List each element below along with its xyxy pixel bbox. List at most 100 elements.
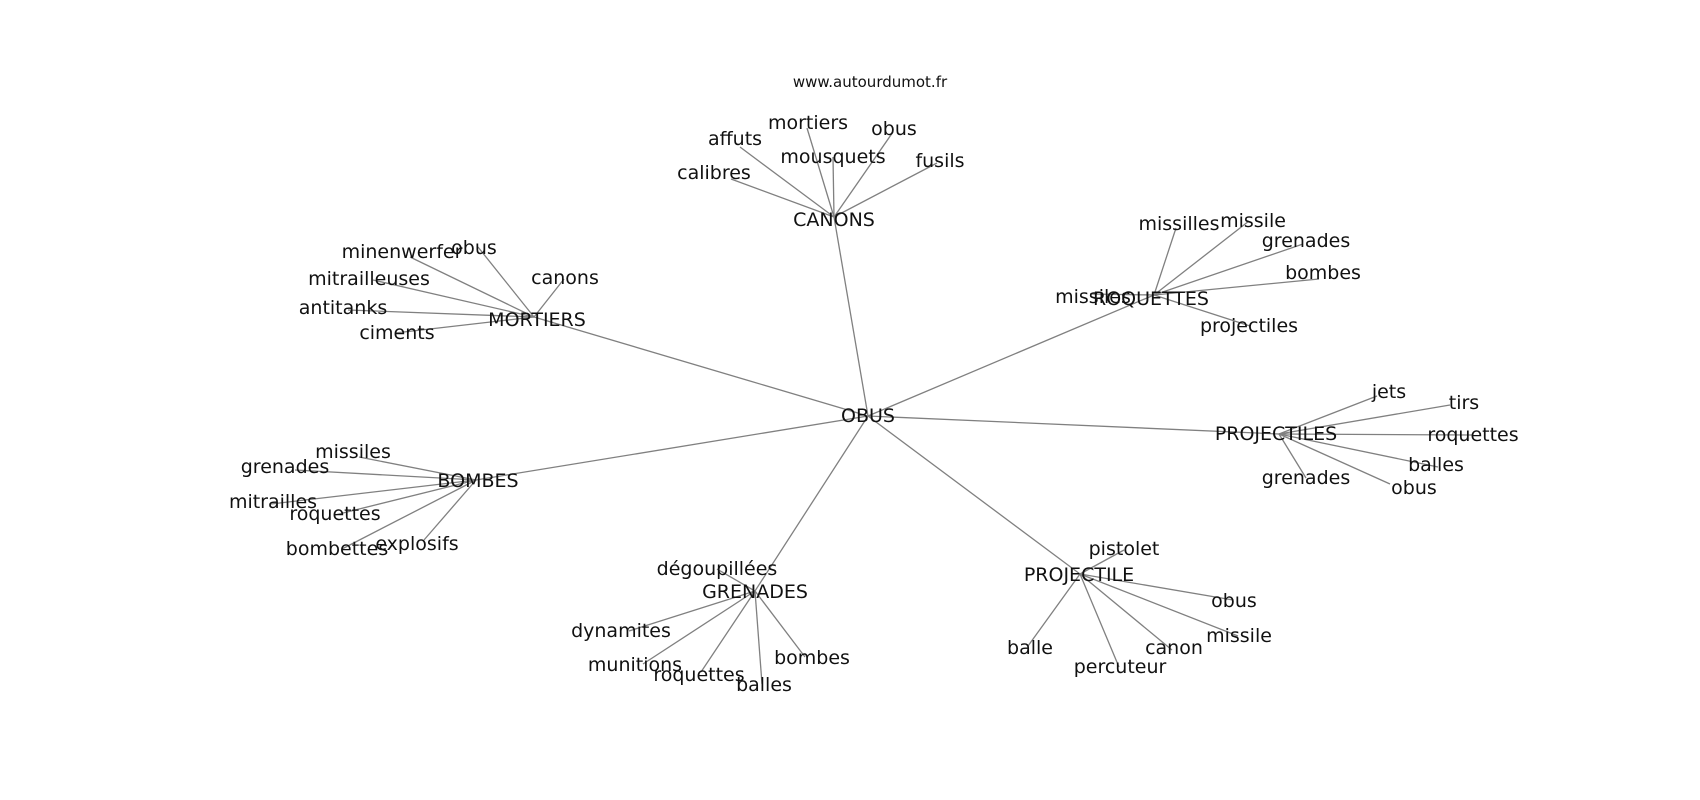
edge-center-to-projectile	[867, 415, 1081, 575]
leaf-node-projectiles: roquettes	[1427, 424, 1518, 446]
edge-mortiers-leaf-4	[347, 309, 535, 318]
edge-roquettes-leaf-3	[1153, 278, 1320, 296]
leaf-node-roquettes: missile	[1220, 210, 1286, 232]
edge-center-to-mortiers	[533, 316, 869, 417]
edge-projectile-leaf-5	[1027, 573, 1081, 647]
edge-mortiers-leaf-3	[372, 279, 535, 318]
edge-center-to-canons	[833, 216, 869, 417]
hub-node-bombes: BOMBES	[437, 470, 518, 492]
leaf-node-projectiles: grenades	[1262, 467, 1350, 489]
leaf-node-canons: affuts	[708, 128, 762, 150]
edge-projectile-leaf-4	[1079, 573, 1120, 668]
leaf-node-mortiers: ciments	[359, 322, 434, 344]
edge-projectiles-leaf-1	[1278, 404, 1451, 435]
edge-grenades-leaf-1	[628, 590, 756, 632]
leaf-node-grenades: bombes	[774, 647, 850, 669]
leaf-node-roquettes: missilles	[1138, 213, 1219, 235]
edge-canons-leaf-4	[833, 131, 894, 218]
leaf-node-roquettes: missiles	[1055, 286, 1131, 308]
leaf-node-projectiles: balles	[1408, 454, 1464, 476]
leaf-node-projectile: canon	[1145, 637, 1203, 659]
edge-mortiers-leaf-5	[394, 316, 535, 334]
edge-canons-leaf-2	[806, 127, 835, 218]
leaf-node-projectile: missile	[1206, 625, 1272, 647]
leaf-node-grenades: dégoupillées	[657, 558, 778, 580]
leaf-node-bombes: missiles	[315, 441, 391, 463]
edge-grenades-leaf-4	[754, 590, 763, 685]
edge-projectiles-leaf-0	[1278, 395, 1378, 435]
leaf-node-roquettes: bombes	[1285, 262, 1361, 284]
edge-projectiles-leaf-3	[1278, 433, 1439, 468]
edge-projectiles-leaf-5	[1278, 433, 1307, 479]
edge-projectile-leaf-3	[1079, 573, 1173, 651]
edge-mortiers-leaf-1	[477, 246, 535, 318]
edge-bombes-leaf-3	[334, 479, 477, 516]
edge-bombes-leaf-1	[294, 469, 477, 481]
edge-grenades-leaf-0	[716, 568, 756, 592]
leaf-node-bombes: roquettes	[289, 503, 380, 525]
leaf-node-mortiers: mitrailleuses	[308, 268, 430, 290]
edge-bombes-leaf-5	[423, 479, 477, 541]
leaf-node-mortiers: minenwerfer	[342, 241, 463, 263]
leaf-node-bombes: explosifs	[375, 533, 458, 555]
edge-mortiers-leaf-0	[409, 256, 535, 318]
leaf-node-bombes: mitrailles	[229, 491, 317, 513]
edge-projectile-leaf-2	[1079, 573, 1239, 637]
leaf-node-grenades: munitions	[588, 654, 682, 676]
edge-grenades-leaf-3	[700, 590, 756, 673]
edge-roquettes-leaf-2	[1153, 243, 1304, 296]
leaf-node-mortiers: obus	[451, 237, 497, 259]
graph-edges	[270, 127, 1473, 685]
leaf-node-mortiers: canons	[531, 267, 599, 289]
leaf-node-canons: mousquets	[780, 146, 885, 168]
edge-roquettes-leaf-4	[1089, 293, 1155, 296]
leaf-node-projectiles: obus	[1391, 477, 1437, 499]
edge-center-to-roquettes	[867, 294, 1155, 417]
edge-center-to-grenades	[754, 415, 869, 592]
leaf-node-bombes: bombettes	[286, 538, 388, 560]
edge-center-to-bombes	[475, 415, 869, 481]
hub-node-projectile: PROJECTILE	[1024, 564, 1134, 586]
edge-projectiles-leaf-4	[1278, 433, 1391, 485]
edge-center-to-projectiles	[867, 415, 1280, 435]
edge-canons-leaf-5	[833, 162, 938, 218]
edge-projectile-leaf-0	[1079, 549, 1125, 575]
leaf-node-canons: fusils	[915, 150, 964, 172]
edge-projectile-leaf-1	[1079, 573, 1234, 601]
hub-node-mortiers: MORTIERS	[488, 309, 586, 331]
leaf-node-canons: obus	[871, 118, 917, 140]
graph-labels: OBUSCANONScalibresaffutsmortiersmousquet…	[229, 112, 1519, 696]
edge-grenades-leaf-5	[754, 590, 806, 658]
edge-bombes-leaf-4	[341, 479, 477, 550]
edge-grenades-leaf-2	[642, 590, 756, 665]
edge-canons-leaf-3	[832, 156, 835, 218]
leaf-node-canons: mortiers	[768, 112, 848, 134]
leaf-node-projectile: balle	[1007, 637, 1053, 659]
leaf-node-projectiles: tirs	[1449, 392, 1479, 414]
hub-node-grenades: GRENADES	[702, 581, 808, 603]
leaf-node-projectile: obus	[1211, 590, 1257, 612]
leaf-node-canons: calibres	[677, 162, 751, 184]
edge-bombes-leaf-0	[358, 456, 477, 481]
leaf-node-roquettes: projectiles	[1200, 315, 1298, 337]
edge-roquettes-leaf-1	[1153, 220, 1250, 296]
edge-roquettes-leaf-0	[1153, 227, 1177, 296]
leaf-node-projectiles: jets	[1371, 381, 1406, 403]
leaf-node-projectile: percuteur	[1074, 656, 1167, 678]
edge-mortiers-leaf-2	[533, 278, 565, 318]
edge-roquettes-leaf-5	[1153, 294, 1251, 327]
leaf-node-projectile: pistolet	[1089, 538, 1160, 560]
leaf-node-mortiers: antitanks	[299, 297, 387, 319]
source-url: www.autourdumot.fr	[793, 73, 948, 91]
hub-node-roquettes: ROQUETTES	[1093, 288, 1209, 310]
edge-canons-leaf-1	[739, 146, 835, 218]
leaf-node-grenades: balles	[736, 674, 792, 696]
hub-node-canons: CANONS	[793, 209, 875, 231]
leaf-node-roquettes: grenades	[1262, 230, 1350, 252]
leaf-node-grenades: dynamites	[571, 620, 671, 642]
leaf-node-grenades: roquettes	[653, 664, 744, 686]
edge-bombes-leaf-2	[270, 479, 477, 505]
edge-canons-leaf-0	[730, 178, 835, 218]
hub-node-projectiles: PROJECTILES	[1215, 423, 1337, 445]
